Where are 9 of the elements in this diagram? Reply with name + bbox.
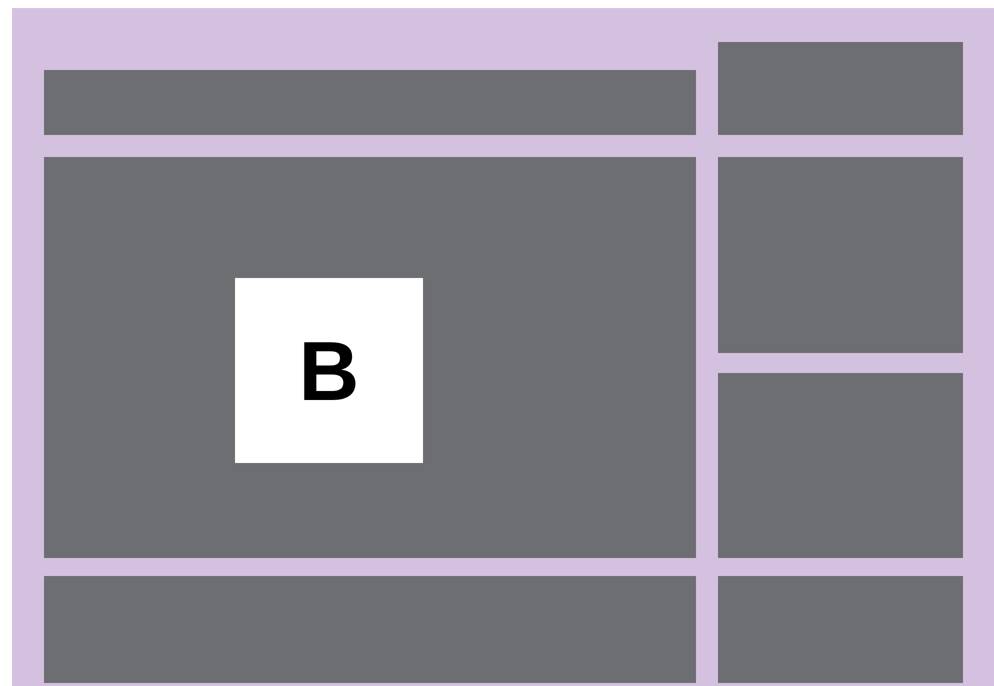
panel-letter: B: [298, 328, 360, 412]
panel-box: [718, 157, 963, 353]
panel-box: [718, 42, 963, 135]
panel-box: [44, 157, 696, 558]
panel-box: [718, 373, 963, 558]
panel-box: [44, 70, 696, 135]
panel-box: [718, 576, 963, 683]
panel-box: [44, 576, 696, 683]
label-card: [235, 278, 423, 463]
